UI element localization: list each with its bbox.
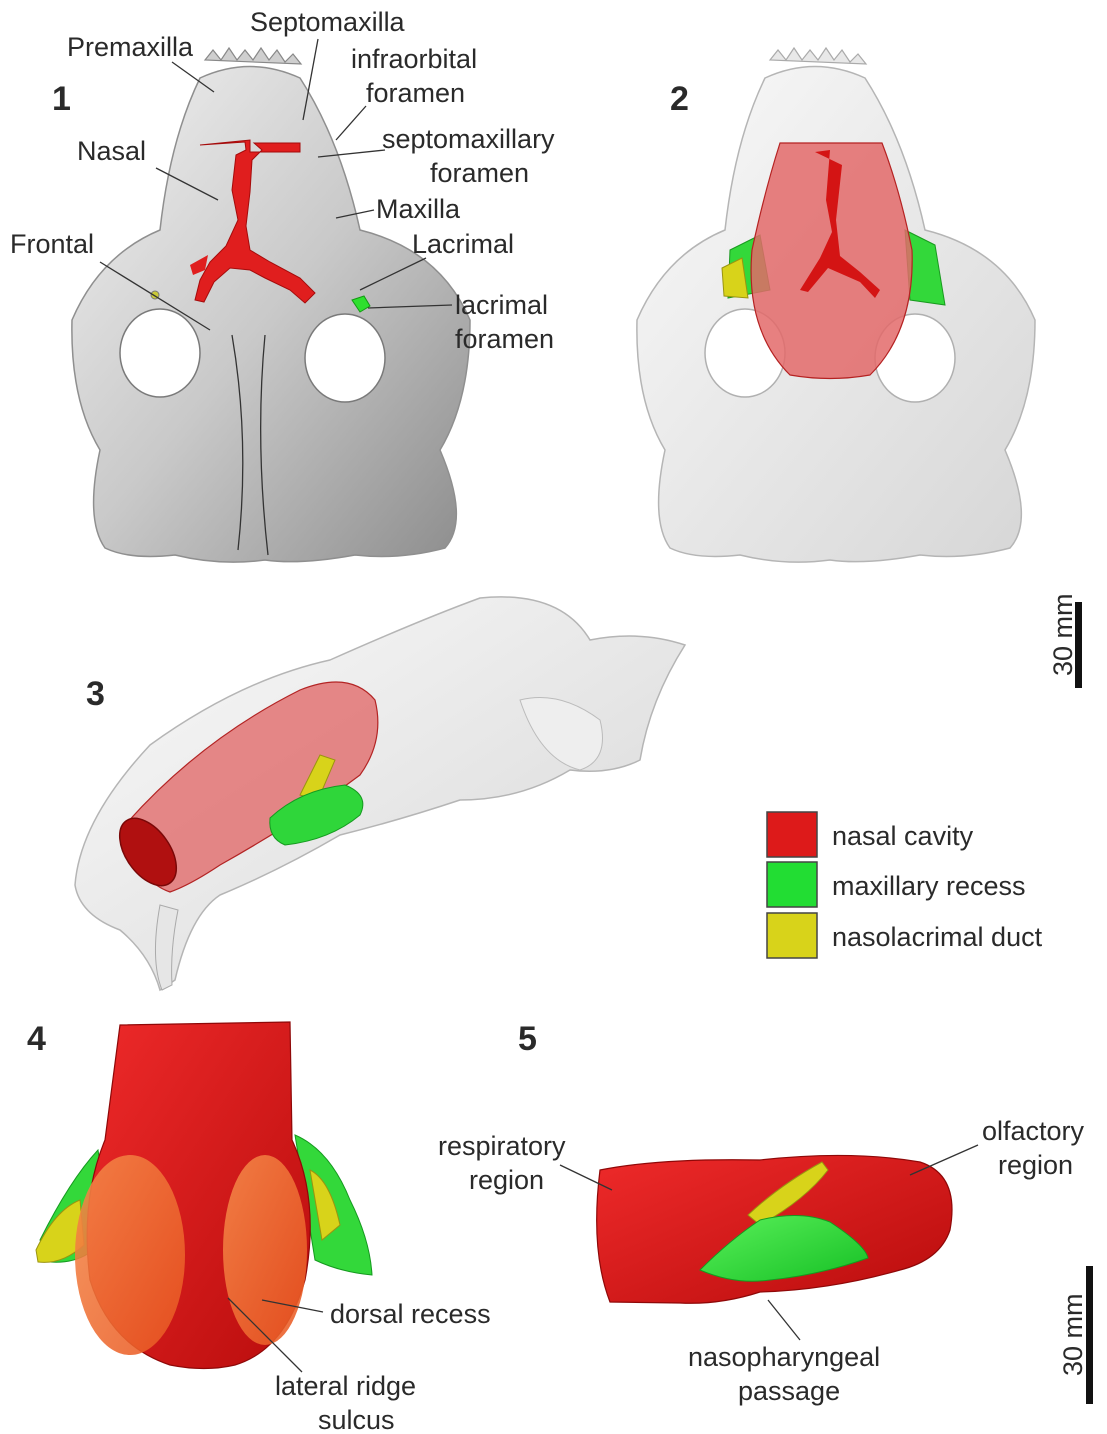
panel-1: 1 Premaxilla Septomaxilla infraorbital f…	[10, 7, 555, 562]
legend-label-maxillary-recess: maxillary recess	[832, 871, 1026, 901]
label-lacrimal-foramen-1: lacrimal	[455, 290, 548, 320]
panel-4: 4 dorsal recess lateral ridge sulcus	[27, 1020, 491, 1434]
label-nasal: Nasal	[77, 136, 146, 166]
label-frontal: Frontal	[10, 229, 94, 259]
label-respiratory-2: region	[469, 1165, 544, 1195]
label-lacrimal-foramen-2: foramen	[455, 324, 554, 354]
scale-bar-lower-label: 30 mm	[1058, 1293, 1088, 1376]
scale-bar-upper: 30 mm	[1048, 593, 1082, 688]
panel-number-2: 2	[670, 80, 689, 118]
legend-swatch-nasal-cavity	[767, 812, 817, 857]
panel-2: 2	[637, 48, 1035, 562]
label-septomaxillary-2: foramen	[430, 158, 529, 188]
label-lacrimal: Lacrimal	[412, 229, 514, 259]
dorsal-recess-left-4	[75, 1155, 185, 1355]
legend-swatch-nasolacrimal-duct	[767, 913, 817, 958]
panel-5: 5 respiratory region olfactory region na…	[438, 1020, 1085, 1406]
leader-infraorbital	[336, 106, 366, 140]
legend: nasal cavity maxillary recess nasolacrim…	[767, 812, 1043, 958]
label-infraorbital-1: infraorbital	[351, 44, 477, 74]
panel-3: 3	[75, 597, 685, 990]
label-premaxilla: Premaxilla	[67, 32, 194, 62]
panel-number-4: 4	[27, 1020, 46, 1058]
legend-swatch-maxillary-recess	[767, 862, 817, 907]
label-nasopharyngeal-2: passage	[738, 1376, 840, 1406]
leader-nasopharyngeal	[768, 1300, 800, 1340]
legend-label-nasolacrimal-duct: nasolacrimal duct	[832, 922, 1043, 952]
label-septomaxilla: Septomaxilla	[250, 7, 406, 37]
label-septomaxillary-1: septomaxillary	[382, 124, 555, 154]
panel-number-5: 5	[518, 1020, 537, 1058]
scale-bar-lower: 30 mm	[1058, 1266, 1093, 1404]
label-olfactory-1: olfactory	[982, 1116, 1085, 1146]
label-lateral-ridge-1: lateral ridge	[275, 1371, 416, 1401]
leader-olfactory	[910, 1145, 978, 1175]
panel-number-1: 1	[52, 80, 71, 118]
panel-number-3: 3	[86, 675, 105, 713]
label-olfactory-2: region	[998, 1150, 1073, 1180]
label-maxilla: Maxilla	[376, 194, 461, 224]
scale-bar-upper-label: 30 mm	[1048, 593, 1078, 676]
label-infraorbital-2: foramen	[366, 78, 465, 108]
dorsal-recess-right-4	[223, 1155, 307, 1345]
label-nasopharyngeal-1: nasopharyngeal	[688, 1342, 880, 1372]
label-lateral-ridge-2: sulcus	[318, 1405, 395, 1434]
label-respiratory-1: respiratory	[438, 1131, 566, 1161]
legend-label-nasal-cavity: nasal cavity	[832, 821, 974, 851]
label-dorsal-recess: dorsal recess	[330, 1299, 491, 1329]
